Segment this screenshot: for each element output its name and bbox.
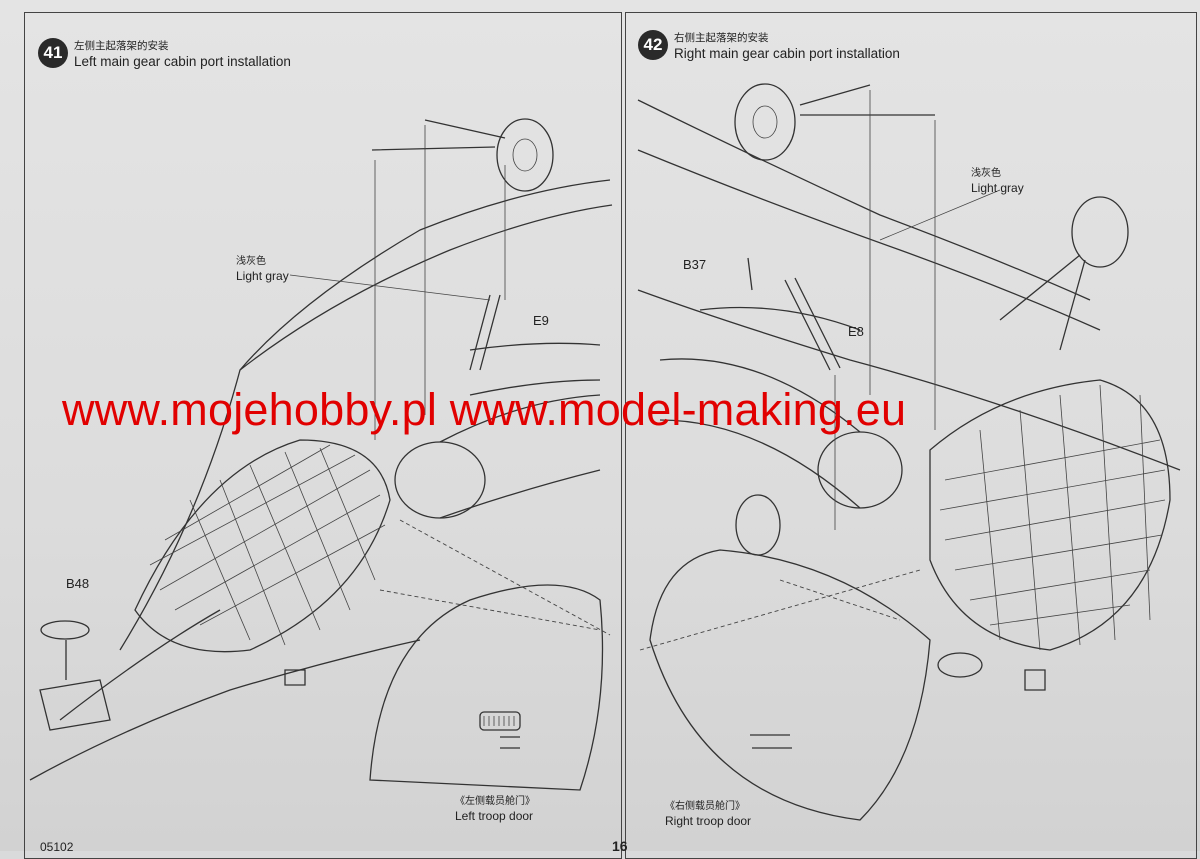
part-label-b37: B37 — [683, 257, 707, 272]
color-note-cn: 浅灰色 — [971, 168, 1001, 179]
troop-door-caption: 《右侧载员舱门》 Right troop door — [665, 800, 751, 828]
step-title-cn: 左侧主起落架的安装 — [74, 40, 169, 52]
step-title-en: Right main gear cabin port installation — [674, 46, 900, 61]
step-title-en: Left main gear cabin port installation — [74, 54, 291, 69]
caption-en: Left troop door — [455, 809, 534, 823]
caption-cn: 《右侧载员舱门》 — [665, 801, 745, 812]
caption-cn: 《左侧载员舱门》 — [455, 796, 535, 807]
step-42-header: 42 右侧主起落架的安装 Right main gear cabin port … — [638, 30, 900, 62]
troop-door-caption: 《左侧载员舱门》 Left troop door — [455, 795, 535, 823]
step-number-badge: 42 — [638, 30, 668, 60]
watermark-text: www.mojehobby.pl www.model-making.eu — [62, 384, 907, 435]
color-note: 浅灰色 Light gray — [236, 255, 289, 283]
right-fuselage-drawing — [637, 83, 1181, 821]
step-title-cn: 右侧主起落架的安装 — [674, 32, 769, 44]
part-label-e8: E8 — [848, 324, 864, 339]
color-note: 浅灰色 Light gray — [971, 167, 1024, 195]
page-number: 16 — [612, 838, 628, 854]
caption-en: Right troop door — [665, 814, 752, 828]
kit-code: 05102 — [40, 840, 74, 854]
color-note-en: Light gray — [971, 181, 1024, 195]
color-note-en: Light gray — [236, 269, 289, 283]
color-note-cn: 浅灰色 — [236, 256, 266, 267]
step-number-badge: 41 — [38, 38, 68, 68]
step-title: 左侧主起落架的安装 Left main gear cabin port inst… — [74, 38, 291, 70]
part-label-b48: B48 — [66, 576, 90, 591]
part-label-e9: E9 — [533, 313, 549, 328]
step-title: 右侧主起落架的安装 Right main gear cabin port ins… — [674, 30, 900, 62]
step-41-header: 41 左侧主起落架的安装 Left main gear cabin port i… — [38, 38, 291, 70]
left-fuselage-drawing — [29, 118, 613, 791]
